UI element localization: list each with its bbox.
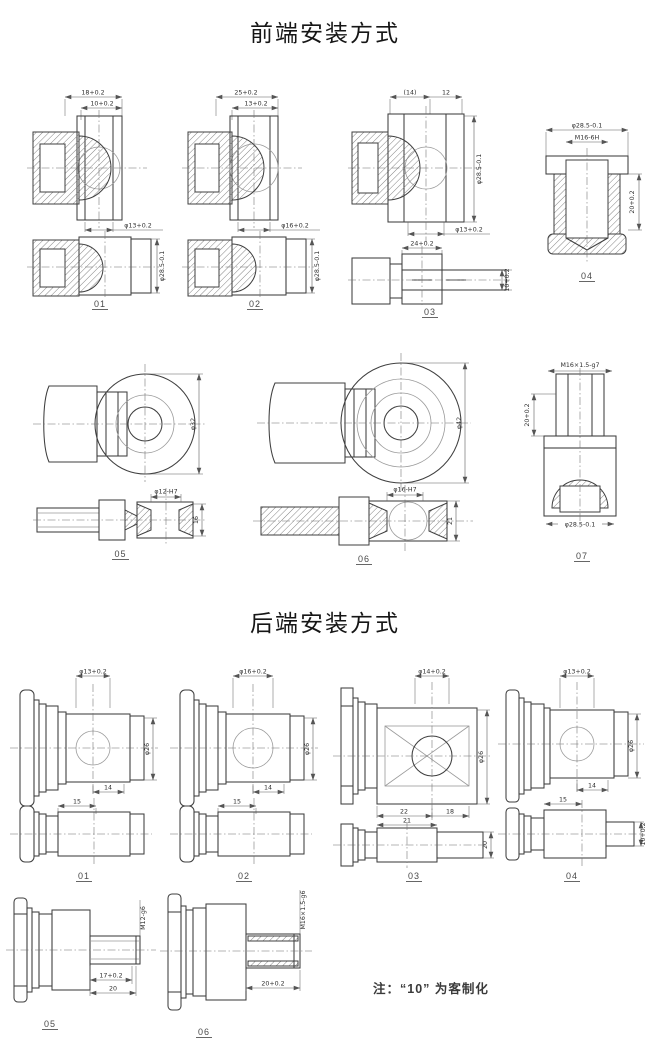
dim-text: 18 bbox=[446, 809, 454, 816]
dim-text: φ26 bbox=[478, 751, 485, 763]
dim-text: φ13+0.2 bbox=[455, 227, 482, 234]
rear-06-drawing: M16×1.5-g6 20+0.2 bbox=[160, 890, 312, 1011]
drawing-label: 03 bbox=[405, 871, 422, 882]
drawing-label: 05 bbox=[112, 549, 129, 560]
dim-text: 20+0.2 bbox=[261, 981, 284, 988]
drawing-front-06: φ42 φ16-H7 21 06 bbox=[253, 345, 475, 565]
dim-text: 20 bbox=[109, 986, 117, 993]
drawing-label: 06 bbox=[196, 1027, 213, 1038]
dim-text: 17+0.2 bbox=[99, 973, 122, 980]
dim-text: φ13+0.2 bbox=[79, 669, 106, 676]
dim-text: φ32 bbox=[190, 418, 197, 430]
dim-text: φ13+0.2 bbox=[563, 669, 590, 676]
dim-text: 15 bbox=[233, 799, 241, 806]
dim-text: 14 bbox=[588, 783, 596, 790]
dim-text: 25+0.2 bbox=[234, 90, 257, 97]
dim-text: 24+0.2 bbox=[410, 241, 433, 248]
drawing-label: 01 bbox=[75, 871, 92, 882]
dim-text: 12 bbox=[442, 90, 450, 97]
dim-text: φ28.5-0.1 bbox=[476, 154, 483, 184]
dim-text: φ13+0.2 bbox=[124, 223, 151, 230]
front-section-title: 前端安装方式 bbox=[250, 20, 400, 46]
drawing-rear-04: φ13+0.2 φ26 14 15 10+0.2 04 bbox=[496, 664, 648, 882]
dim-text: (14) bbox=[404, 90, 417, 97]
drawing-rear-02: φ16+0.2 φ26 14 15 02 bbox=[166, 664, 322, 882]
drawing-label: 03 bbox=[421, 307, 438, 318]
dim-text: 15 bbox=[559, 797, 567, 804]
customization-note: 注：“10” 为客制化 bbox=[373, 982, 489, 996]
dim-text: M12-g6 bbox=[140, 906, 147, 930]
rear-05-drawing: M12-g6 17+0.2 20 bbox=[6, 897, 156, 1003]
dim-text: φ16+0.2 bbox=[281, 223, 308, 230]
dim-text: 20 bbox=[482, 841, 489, 849]
rear-04-drawing: φ13+0.2 φ26 14 15 10+0.2 bbox=[498, 669, 647, 866]
rear-03-drawing: φ14+0.2 φ26 22 18 21 20 bbox=[333, 669, 494, 868]
drawing-front-07: M16×1.5-g7 20+0.2 φ28.5-0.1 07 bbox=[518, 358, 646, 562]
dim-text: φ26 bbox=[628, 740, 635, 752]
rear-section-title: 后端安装方式 bbox=[250, 610, 400, 636]
front-03-drawing: (14) 12 φ28.5-0.1 φ13+0.2 24+0.2 10+0.2 bbox=[348, 90, 512, 305]
dim-text: 14 bbox=[104, 785, 112, 792]
drawing-rear-05: M12-g6 17+0.2 20 05 bbox=[6, 886, 164, 1030]
drawing-rear-06: M16×1.5-g6 20+0.2 06 bbox=[160, 878, 322, 1038]
dim-text: 15 bbox=[73, 799, 81, 806]
drawing-label: 05 bbox=[42, 1019, 59, 1030]
drawing-label: 04 bbox=[563, 871, 580, 882]
dim-text: 20+0.2 bbox=[629, 190, 636, 213]
dim-text: M16×1.5-g6 bbox=[300, 890, 307, 929]
dim-text: 21 bbox=[447, 517, 454, 525]
dim-text: φ42 bbox=[456, 417, 463, 429]
dim-text: φ16+0.2 bbox=[239, 669, 266, 676]
dim-text: φ28.5-0.1 bbox=[159, 251, 166, 281]
dim-text: φ28.5-0.1 bbox=[314, 251, 321, 281]
rear-01-drawing: φ13+0.2 φ26 14 15 bbox=[10, 669, 158, 866]
dim-text: φ26 bbox=[144, 743, 151, 755]
dim-text: 21 bbox=[403, 818, 411, 825]
dim-text: 18+0.2 bbox=[81, 90, 104, 97]
dim-text: φ28.5-0.1 bbox=[565, 522, 595, 529]
drawing-front-01: 18+0.2 10+0.2 φ13+0.2 φ28.5-0.1 01 bbox=[25, 86, 175, 310]
dim-text: 22 bbox=[400, 809, 408, 816]
drawing-label: 04 bbox=[578, 271, 595, 282]
front-02-drawing: 25+0.2 13+0.2 φ16+0.2 φ28.5-0.1 bbox=[182, 90, 321, 297]
drawing-label: 01 bbox=[91, 299, 108, 310]
drawing-label: 07 bbox=[573, 551, 590, 562]
drawing-rear-03: φ14+0.2 φ26 22 18 21 20 03 bbox=[331, 664, 497, 882]
dim-text: φ14+0.2 bbox=[418, 669, 445, 676]
dim-text: φ28.5-0.1 bbox=[572, 123, 602, 130]
drawing-rear-01: φ13+0.2 φ26 14 15 01 bbox=[6, 664, 162, 882]
dim-text: M16-6H bbox=[575, 135, 600, 142]
dim-text: 14 bbox=[264, 785, 272, 792]
front-05-drawing: φ32 φ12-H7 16 bbox=[33, 364, 207, 546]
drawing-front-04: φ28.5-0.1 M16-6H 20+0.2 04 bbox=[528, 118, 646, 282]
front-06-drawing: φ42 φ16-H7 21 bbox=[253, 353, 473, 551]
dim-text: φ26 bbox=[304, 743, 311, 755]
dim-text: 13+0.2 bbox=[244, 101, 267, 108]
drawing-front-03: (14) 12 φ28.5-0.1 φ13+0.2 24+0.2 10+0.2 … bbox=[346, 86, 514, 318]
dim-text: 10+0.2 bbox=[504, 268, 511, 291]
front-07-drawing: M16×1.5-g7 20+0.2 φ28.5-0.1 bbox=[524, 362, 617, 529]
drawing-label: 02 bbox=[235, 871, 252, 882]
drawing-label: 06 bbox=[355, 554, 372, 565]
dim-text: 10+0.2 bbox=[90, 101, 113, 108]
front-04-drawing: φ28.5-0.1 M16-6H 20+0.2 bbox=[545, 123, 642, 264]
front-01-drawing: 18+0.2 10+0.2 φ13+0.2 φ28.5-0.1 bbox=[27, 90, 166, 297]
drawing-label: 02 bbox=[246, 299, 263, 310]
dim-text: 10+0.2 bbox=[640, 822, 647, 845]
drawing-front-05: φ32 φ12-H7 16 05 bbox=[33, 352, 208, 560]
dim-text: M16×1.5-g7 bbox=[560, 362, 599, 369]
dim-text: 20+0.2 bbox=[524, 403, 531, 426]
rear-02-drawing: φ16+0.2 φ26 14 15 bbox=[170, 669, 318, 866]
drawing-front-02: 25+0.2 13+0.2 φ16+0.2 φ28.5-0.1 02 bbox=[180, 86, 330, 310]
